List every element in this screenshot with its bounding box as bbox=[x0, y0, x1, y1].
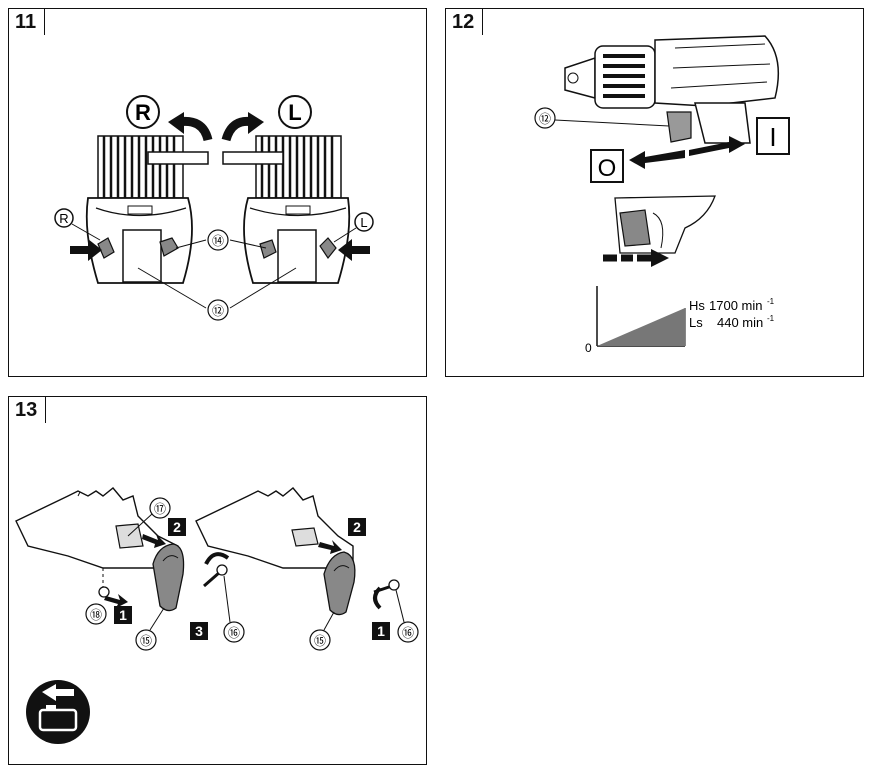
on-arrow-icon bbox=[689, 136, 745, 156]
hs-exp: -1 bbox=[767, 297, 775, 306]
speed-ramp bbox=[597, 308, 685, 346]
right-drill-chuck bbox=[222, 135, 351, 284]
svg-text:I: I bbox=[769, 122, 776, 152]
svg-text:⑰: ⑰ bbox=[154, 502, 166, 516]
figure-12-illustration: ⑫ O I 0 Hs 1700 min -1 Ls 440 min -1 bbox=[534, 35, 790, 355]
svg-text:⑯: ⑯ bbox=[402, 626, 414, 640]
svg-text:⑭: ⑭ bbox=[212, 234, 224, 248]
svg-text:R: R bbox=[135, 100, 151, 125]
belt-hook-left bbox=[152, 543, 185, 612]
figure-12-number: 12 bbox=[445, 8, 484, 35]
speed-diagram: 0 Hs 1700 min -1 Ls 440 min -1 bbox=[585, 286, 775, 355]
step-1-arrow-icon-a bbox=[104, 594, 128, 608]
ls-label: Ls bbox=[689, 315, 703, 330]
svg-text:⑫: ⑫ bbox=[212, 304, 224, 318]
callout-12: ⑫ bbox=[137, 267, 297, 321]
svg-text:1: 1 bbox=[377, 623, 385, 639]
tool-base-right bbox=[195, 487, 354, 569]
ls-exp: -1 bbox=[767, 314, 775, 323]
callout-14: ⑭ bbox=[175, 229, 267, 251]
hs-value: 1700 min bbox=[709, 298, 762, 313]
step-2-badge-b: 2 bbox=[348, 518, 366, 536]
figure-11-number: 11 bbox=[8, 8, 46, 35]
push-right-arrow-icon bbox=[70, 239, 102, 261]
right-direction-mark: R bbox=[54, 208, 101, 241]
callout-16-b: ⑯ bbox=[395, 589, 419, 643]
callout-17: ⑰ bbox=[127, 497, 171, 537]
belt-hook-right bbox=[323, 551, 356, 616]
off-arrow-icon bbox=[629, 150, 685, 169]
turn-arrow-icon-right bbox=[373, 586, 382, 610]
screw-left bbox=[203, 564, 228, 588]
rotate-right-badge: R bbox=[126, 95, 160, 129]
svg-text:⑯: ⑯ bbox=[228, 626, 240, 640]
push-left-arrow-icon bbox=[338, 239, 370, 261]
rotate-right-arrowhead-icon bbox=[168, 112, 184, 134]
svg-text:2: 2 bbox=[353, 519, 361, 535]
svg-text:R: R bbox=[59, 211, 68, 226]
step-1-badge-b: 1 bbox=[372, 622, 390, 640]
step-2-badge-a: 2 bbox=[168, 518, 186, 536]
figure-13-number: 13 bbox=[8, 396, 47, 423]
svg-text:⑮: ⑮ bbox=[140, 634, 152, 648]
tool-base-left bbox=[15, 487, 179, 588]
speed-zero: 0 bbox=[585, 341, 592, 355]
hs-label: Hs bbox=[689, 298, 705, 313]
svg-text:3: 3 bbox=[195, 623, 203, 639]
turn-arrow-icon bbox=[204, 552, 230, 565]
step-1-badge-a: 1 bbox=[114, 606, 132, 624]
svg-text:L: L bbox=[288, 100, 301, 125]
ls-value: 440 min bbox=[717, 315, 763, 330]
callout-15-b: ⑮ bbox=[309, 611, 335, 651]
svg-text:2: 2 bbox=[173, 519, 181, 535]
battery-removal-icon bbox=[26, 680, 90, 744]
figure-13-illustration: 2 1 3 ⑰ ⑱ ⑮ ⑯ 2 bbox=[15, 487, 419, 744]
figure-11-illustration: R L bbox=[54, 95, 374, 321]
svg-text:⑫: ⑫ bbox=[539, 112, 551, 126]
callout-16-a: ⑯ bbox=[223, 575, 245, 643]
step-2-arrow-icon-a bbox=[142, 534, 166, 548]
svg-text:O: O bbox=[598, 155, 617, 182]
off-box: O bbox=[590, 149, 624, 183]
rotate-left-arrowhead-icon bbox=[248, 112, 264, 134]
nut-left bbox=[98, 586, 110, 598]
svg-text:⑱: ⑱ bbox=[90, 608, 102, 622]
callout-12: ⑫ bbox=[534, 107, 670, 129]
rotate-left-badge: L bbox=[278, 95, 312, 129]
trigger bbox=[666, 111, 692, 143]
left-direction-mark: L bbox=[333, 212, 374, 243]
press-arrow-icon bbox=[603, 249, 669, 267]
trigger-closeup bbox=[614, 195, 716, 254]
callout-15-a: ⑮ bbox=[135, 607, 165, 651]
svg-text:⑮: ⑮ bbox=[314, 634, 326, 648]
svg-text:1: 1 bbox=[119, 607, 127, 623]
step-3-badge-a: 3 bbox=[190, 622, 208, 640]
callout-18: ⑱ bbox=[85, 603, 107, 625]
left-drill-chuck bbox=[85, 135, 209, 284]
step-2-arrow-icon-b bbox=[318, 540, 342, 554]
drill-top-view bbox=[564, 35, 780, 144]
on-box: I bbox=[756, 117, 790, 155]
svg-text:L: L bbox=[360, 215, 367, 230]
